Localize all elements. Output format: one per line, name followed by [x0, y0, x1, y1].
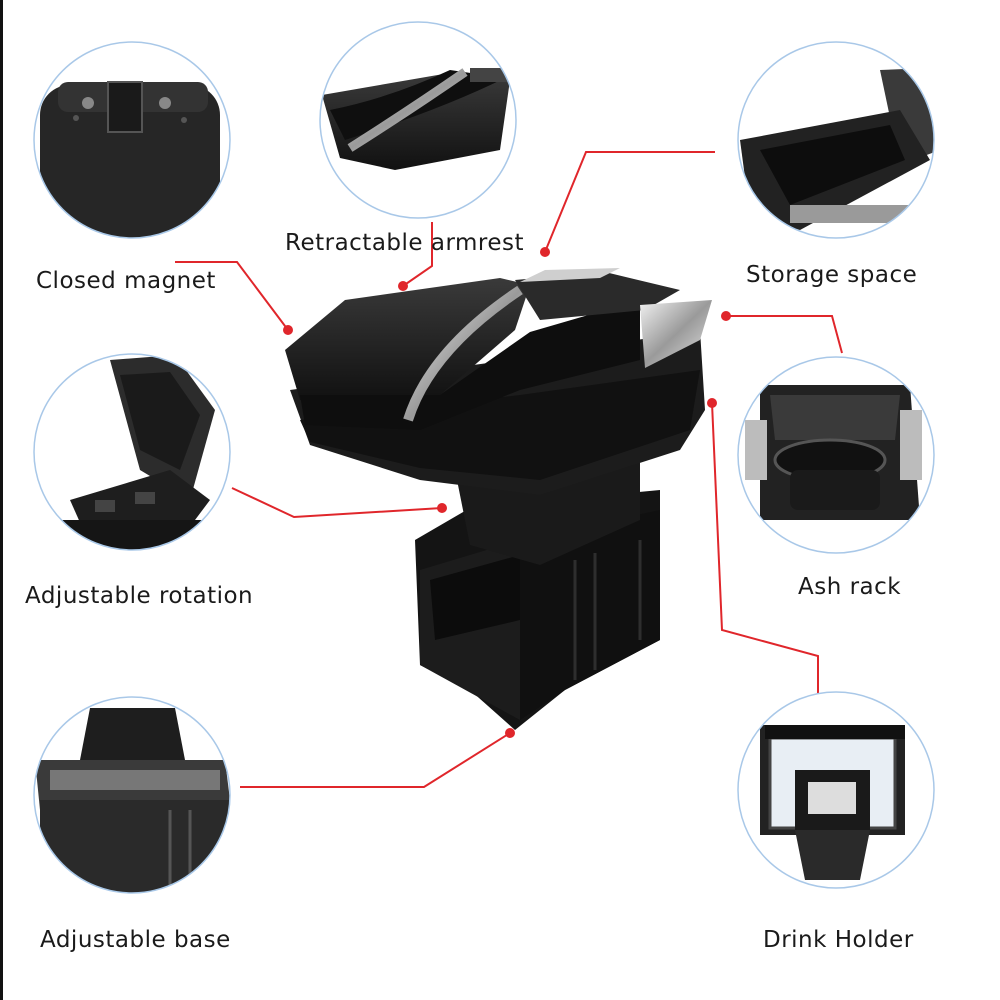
callout-closed-magnet — [175, 261, 289, 331]
label-adjustable-base: Adjustable base — [40, 927, 231, 953]
product-lid — [285, 278, 530, 400]
product-armrest-console — [285, 268, 712, 730]
callout-adjustable-base — [240, 732, 511, 788]
label-closed-magnet: Closed magnet — [36, 268, 216, 294]
label-storage-space: Storage space — [746, 262, 918, 288]
label-retractable-armrest: Retractable armrest — [285, 230, 525, 256]
detail-circle-closed-magnet — [33, 41, 231, 239]
callout-dots — [283, 247, 731, 738]
detail-circle-drink-holder — [737, 691, 935, 889]
left-edge-bar — [0, 0, 3, 1000]
label-drink-holder: Drink Holder — [763, 927, 914, 953]
callout-adjustable-rotation — [231, 487, 443, 519]
callout-retractable-armrest — [402, 222, 433, 287]
callout-ash-rack — [726, 315, 843, 354]
detail-circle-storage-space — [737, 41, 935, 239]
callout-drink-holder — [711, 402, 819, 697]
callout-storage-space — [544, 151, 715, 253]
label-adjustable-rotation: Adjustable rotation — [25, 583, 254, 609]
callout-lines — [175, 151, 843, 788]
label-ash-rack: Ash rack — [798, 574, 902, 600]
product-chrome-stripe — [403, 285, 523, 422]
product-chrome-cap — [640, 300, 712, 368]
detail-circle-ash-rack — [737, 356, 935, 554]
detail-circle-retractable-armrest — [319, 21, 517, 219]
detail-circle-adjustable-base — [33, 696, 231, 894]
detail-circle-adjustable-rotation — [33, 353, 231, 551]
